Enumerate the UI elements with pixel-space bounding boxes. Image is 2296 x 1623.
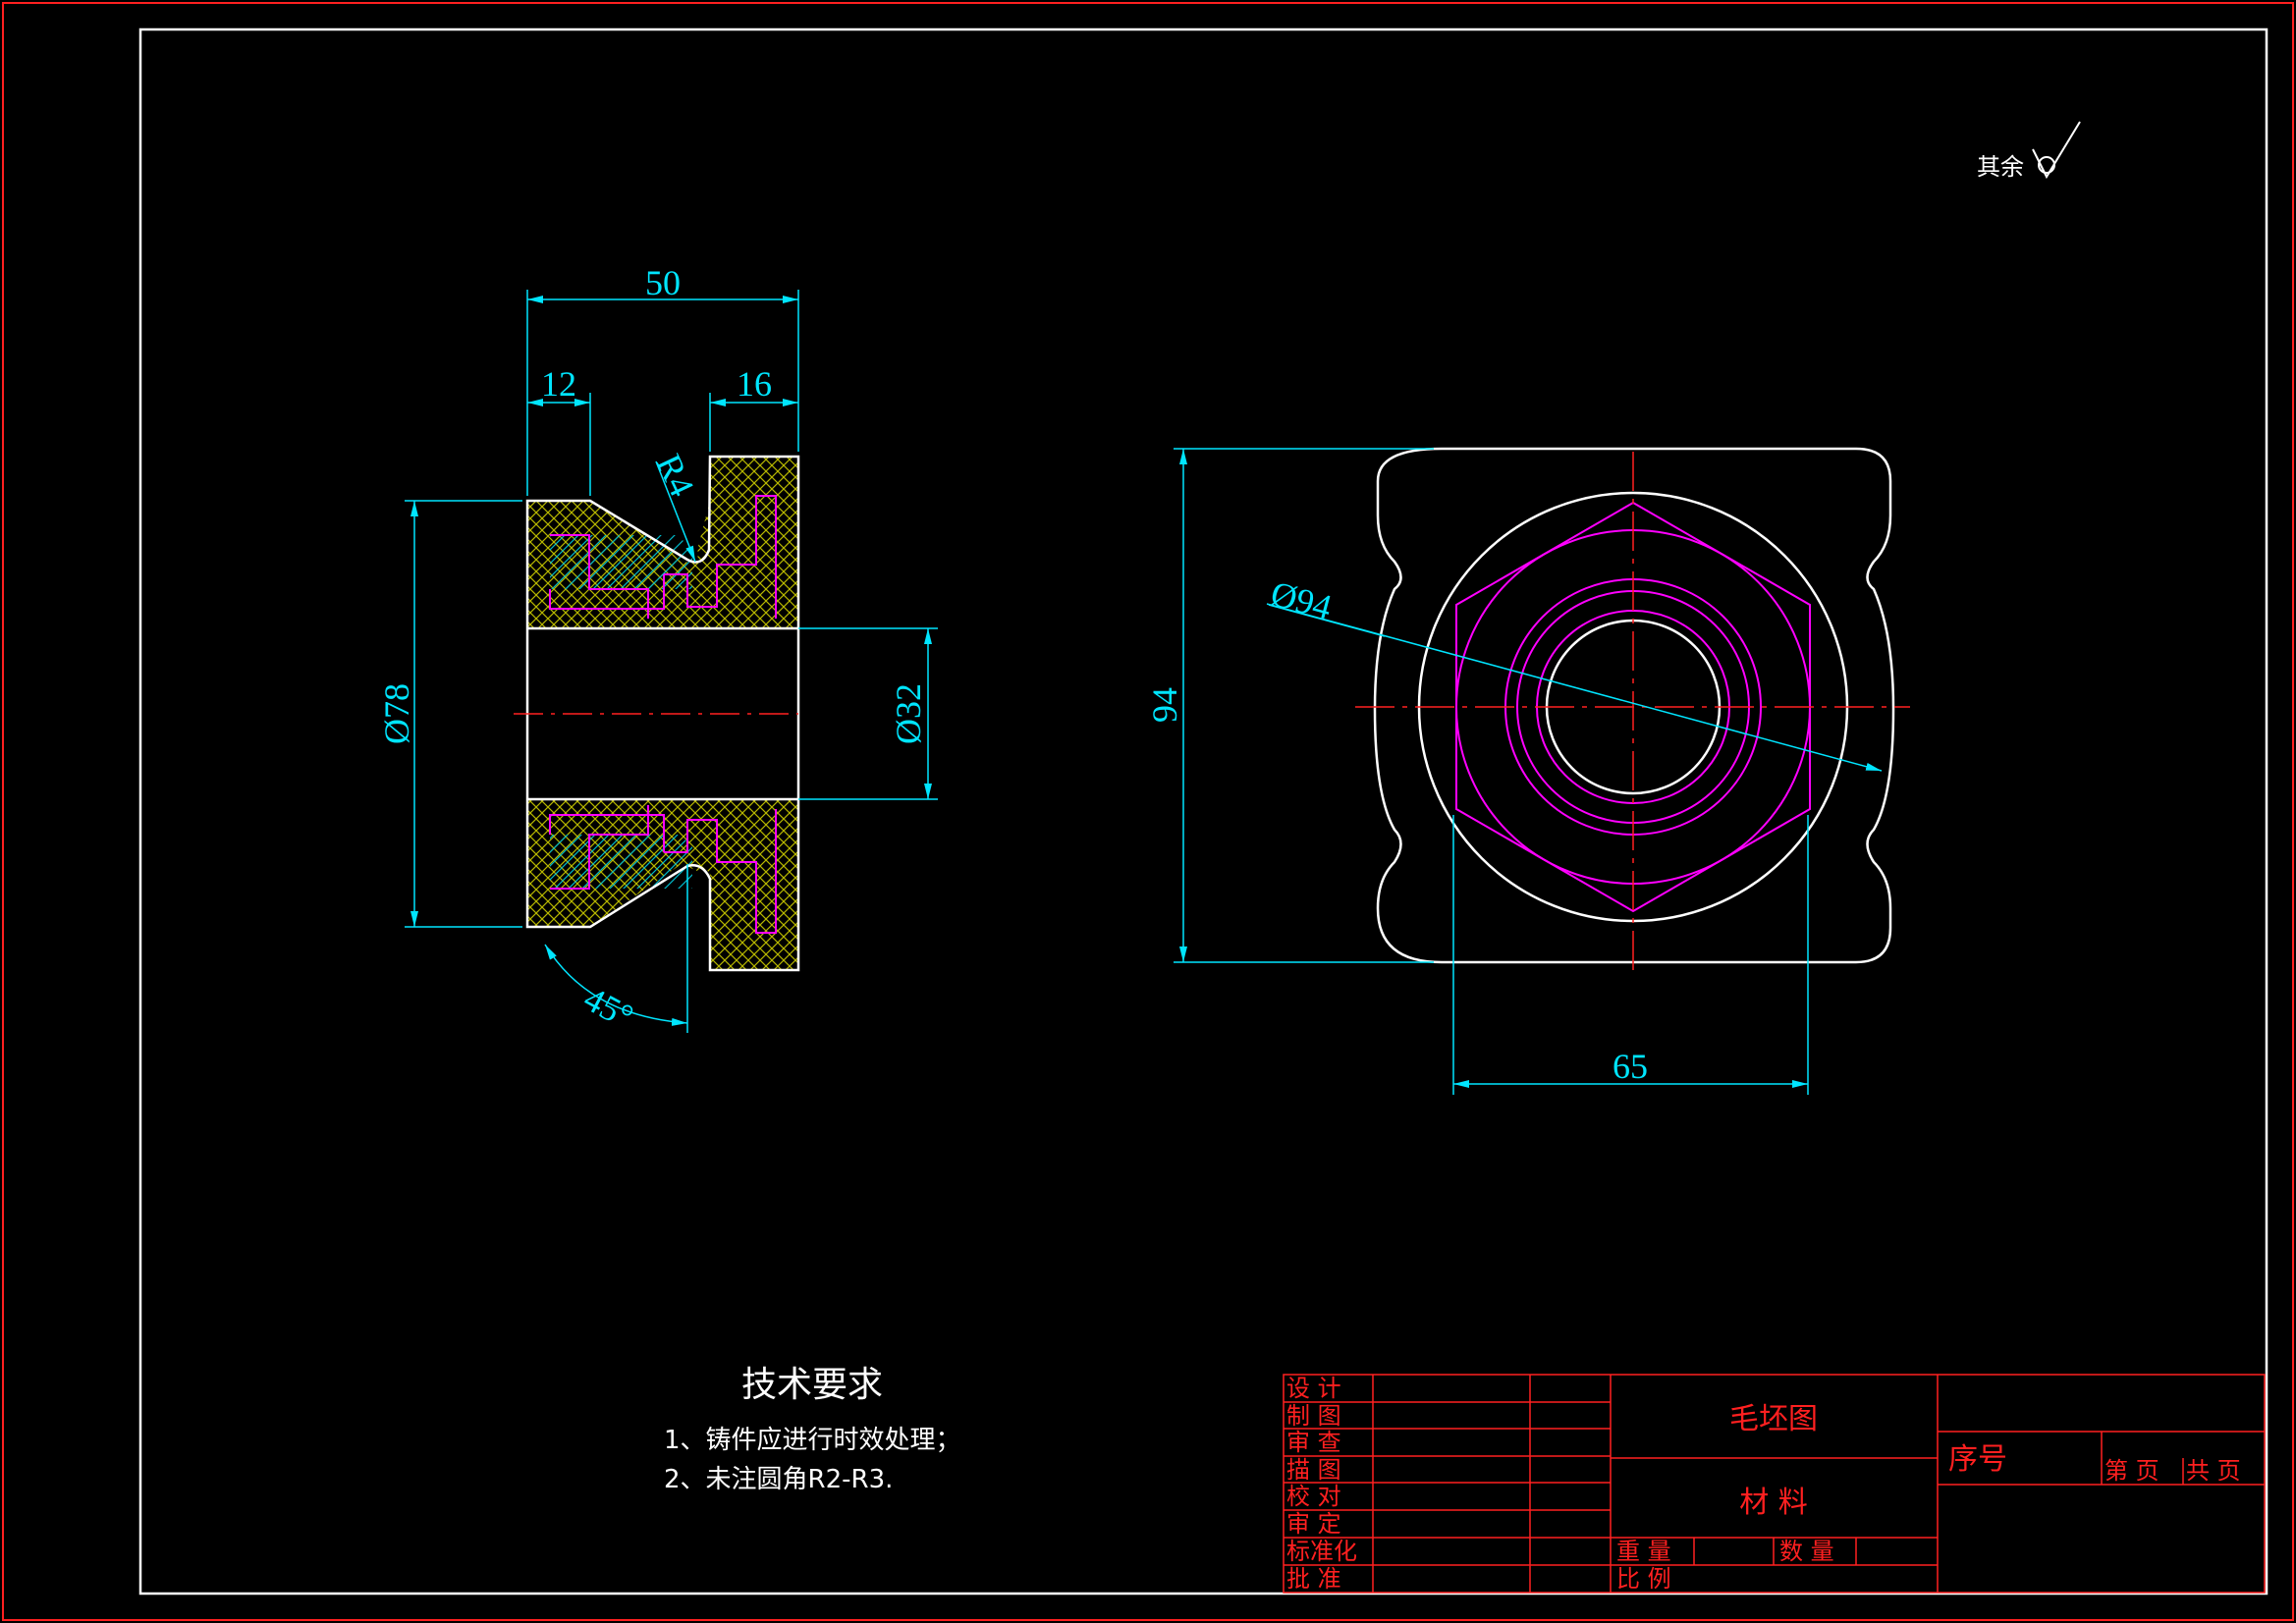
tech-item-1: 1、铸件应进行时效处理； (664, 1426, 961, 1455)
tech-item-2: 2、未注圆角R2-R3. (664, 1465, 893, 1494)
sequence-label: 序号 (1948, 1442, 2007, 1477)
title-block-text: 设 计 制 图 审 查 描 图 校 对 审 定 标准化 批 准 毛坯图 材 料 … (1286, 1375, 2241, 1593)
material-label: 材 料 (1739, 1486, 1808, 1520)
dim-outer-diameter: Ø78 (377, 683, 416, 744)
section-view: 50 12 16 R4 Ø78 Ø32 45° (377, 263, 938, 1037)
role-ratify: 批 准 (1286, 1565, 1341, 1593)
dim-chamfer-angle: 45° (577, 979, 639, 1037)
dim-circle-diameter: Ø94 (1267, 573, 1336, 627)
dim-hex-width: 65 (1613, 1047, 1648, 1086)
dim-overall-length: 50 (645, 263, 681, 302)
weight-label: 重 量 (1616, 1538, 1671, 1565)
hexagon (1455, 501, 1811, 913)
surface-roughness-symbol: 其余 (1977, 121, 2081, 181)
roughness-note: 其余 (1977, 153, 2024, 181)
role-review: 审 查 (1286, 1429, 1341, 1456)
role-draw: 制 图 (1286, 1402, 1341, 1430)
quantity-label: 数 量 (1779, 1538, 1834, 1565)
sheet-label: 第 页 (2105, 1457, 2159, 1485)
front-view: Ø94 94 65 (1145, 447, 1910, 1095)
role-check: 校 对 (1286, 1483, 1341, 1510)
role-design: 设 计 (1286, 1375, 1341, 1402)
scale-label: 比 例 (1616, 1565, 1671, 1593)
drawing-frame (138, 27, 2269, 1596)
role-standard: 标准化 (1286, 1538, 1357, 1565)
tech-title: 技术要求 (741, 1365, 883, 1405)
role-approve: 审 定 (1286, 1510, 1341, 1538)
section-outline (525, 455, 800, 972)
title-block (1283, 1374, 2266, 1594)
dim-height: 94 (1145, 687, 1184, 723)
total-label: 共 页 (2186, 1457, 2241, 1485)
dim-groove-radius: R4 (649, 448, 702, 502)
blank-outline (1373, 447, 1895, 964)
dim-right-flange: 16 (737, 364, 772, 404)
dim-bore-diameter: Ø32 (889, 683, 928, 744)
tech-requirements: 技术要求 1、铸件应进行时效处理； 2、未注圆角R2-R3. (664, 1365, 961, 1494)
dim-left-flange: 12 (541, 364, 576, 404)
role-trace: 描 图 (1286, 1456, 1341, 1484)
drawing-name: 毛坯图 (1729, 1402, 1818, 1436)
